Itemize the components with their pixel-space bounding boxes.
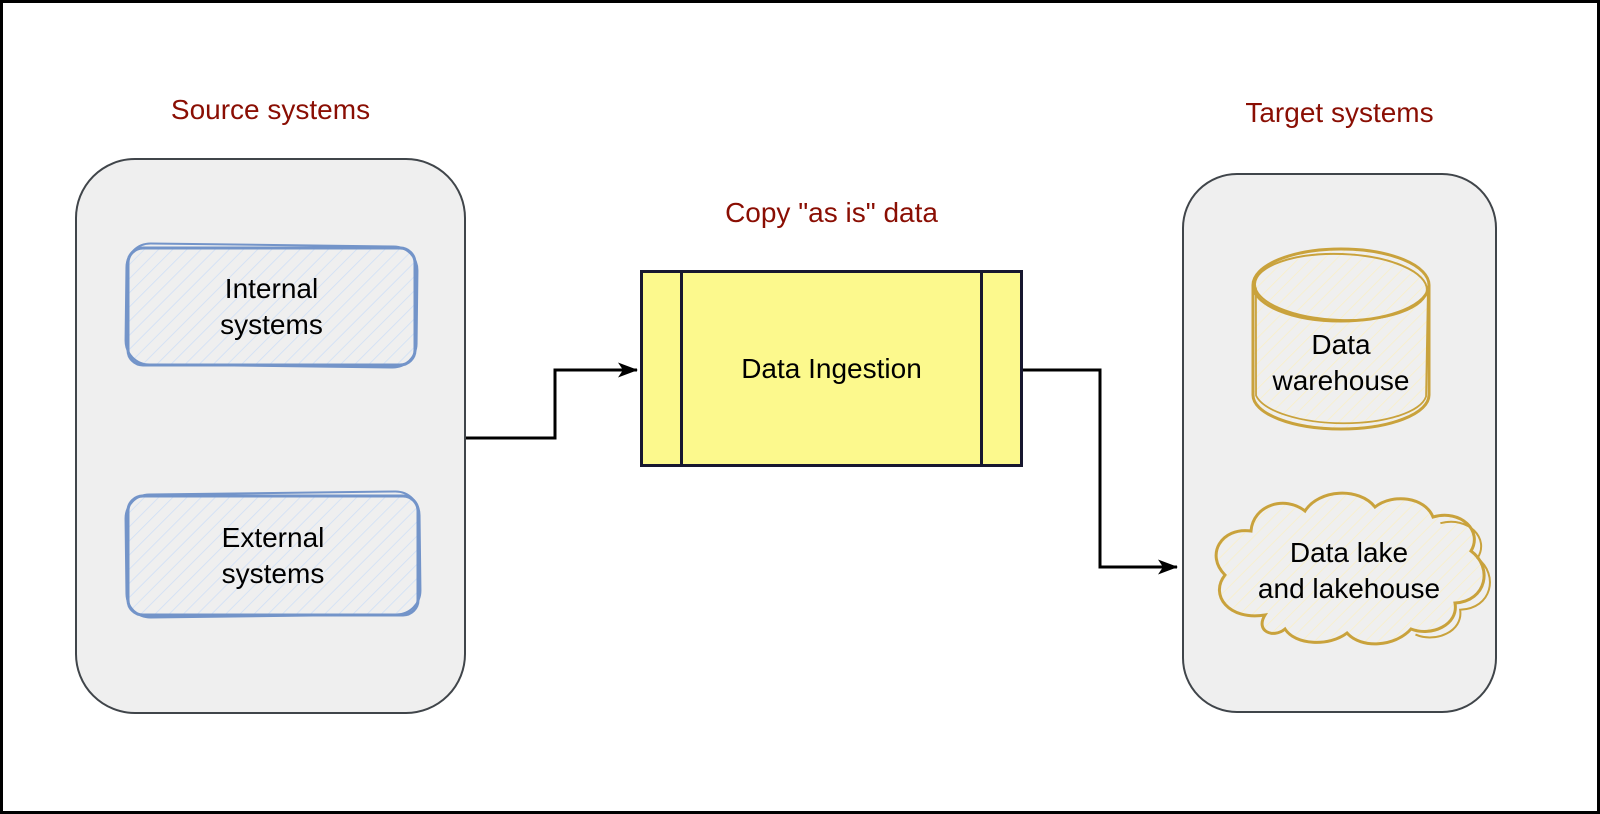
data-ingestion-label: Data Ingestion [741,352,922,384]
copy-as-is-title: Copy "as is" data [725,197,938,228]
data-warehouse-shape: Data warehouse [1248,245,1434,437]
sketch-rectangle-icon [124,242,419,369]
sketch-rectangle-icon [124,490,422,619]
ingestion-left-divider [680,273,683,464]
cloud-icon [1214,491,1491,646]
source-systems-title: Source systems [170,94,371,125]
data-lake-shape: Data lake and lakehouse [1203,485,1495,657]
external-systems-box: External systems [123,490,423,621]
ingestion-right-divider [980,273,983,464]
internal-systems-box: Internal systems [123,242,420,371]
data-lake-label: Data lake and lakehouse [1257,537,1441,604]
database-cylinder-icon [1251,247,1431,431]
external-systems-label: External systems [221,521,325,589]
arrow-source-to-ingestion [466,362,638,440]
data-ingestion-box: Data Ingestion [640,270,1023,467]
internal-systems-label: Internal systems [220,272,323,340]
target-systems-title: Target systems [1245,97,1434,128]
arrow-ingestion-to-target [1023,368,1178,575]
data-warehouse-label: Data warehouse [1272,329,1410,396]
